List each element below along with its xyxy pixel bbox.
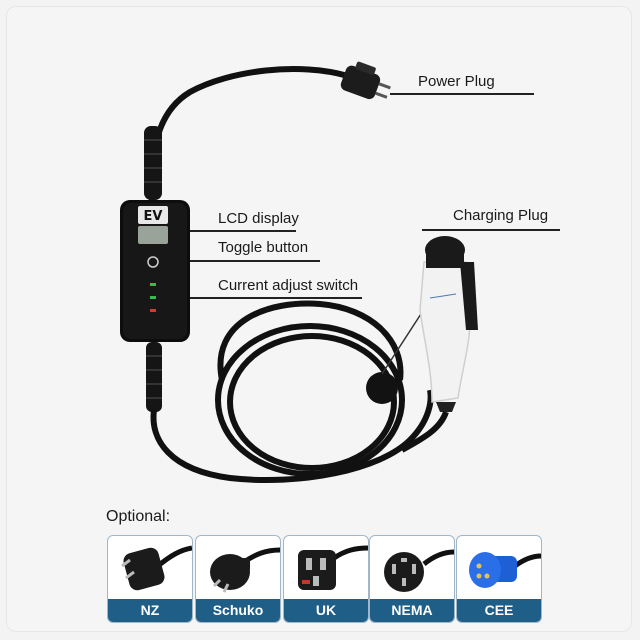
plug-card-nz: NZ bbox=[107, 535, 193, 623]
toggle-button-label: Toggle button bbox=[218, 239, 309, 256]
toggle-button-leader bbox=[190, 260, 320, 262]
cee-plug-icon bbox=[469, 552, 541, 588]
lcd-screen bbox=[138, 226, 168, 244]
toggle-button-ring bbox=[147, 256, 159, 268]
charging-plug bbox=[419, 236, 478, 412]
product-frame bbox=[6, 6, 632, 632]
control-box: EV bbox=[120, 200, 190, 342]
power-plug-leader bbox=[390, 93, 534, 95]
strain-relief-bottom bbox=[146, 342, 162, 412]
strain-relief-top bbox=[144, 126, 162, 200]
ev-badge: EV bbox=[144, 209, 163, 224]
uk-plug-icon bbox=[298, 545, 368, 590]
cable-top bbox=[148, 66, 349, 201]
nz-plug-icon bbox=[121, 545, 192, 591]
plug-name-nz: NZ bbox=[108, 599, 192, 622]
plug-card-schuko: Schuko bbox=[195, 535, 281, 623]
nema-plug-icon bbox=[384, 549, 454, 592]
current-adjust-leader bbox=[190, 297, 362, 299]
optional-title: Optional: bbox=[106, 508, 171, 525]
charging-plug-label: Charging Plug bbox=[453, 207, 549, 224]
status-led-green-2 bbox=[150, 296, 156, 299]
plug-card-cee: CEE bbox=[456, 535, 542, 623]
lcd-display-label: LCD display bbox=[218, 210, 299, 227]
plug-card-uk: UK bbox=[283, 535, 369, 623]
cable-holder bbox=[366, 372, 398, 404]
plug-name-cee: CEE bbox=[457, 599, 541, 622]
coiled-cable bbox=[150, 300, 434, 483]
plug-name-nema: NEMA bbox=[370, 599, 454, 622]
status-led-red bbox=[150, 309, 156, 312]
lcd-display-leader bbox=[190, 230, 296, 232]
power-plug-label: Power Plug bbox=[418, 73, 495, 90]
plug-name-uk: UK bbox=[284, 599, 368, 622]
plug-name-schuko: Schuko bbox=[196, 599, 280, 622]
schuko-plug-icon bbox=[210, 547, 280, 593]
power-plug bbox=[340, 61, 391, 100]
current-adjust-label: Current adjust switch bbox=[218, 277, 359, 294]
plug-card-nema: NEMA bbox=[369, 535, 455, 623]
status-led-green-1 bbox=[150, 283, 156, 286]
charging-plug-leader bbox=[422, 229, 560, 231]
